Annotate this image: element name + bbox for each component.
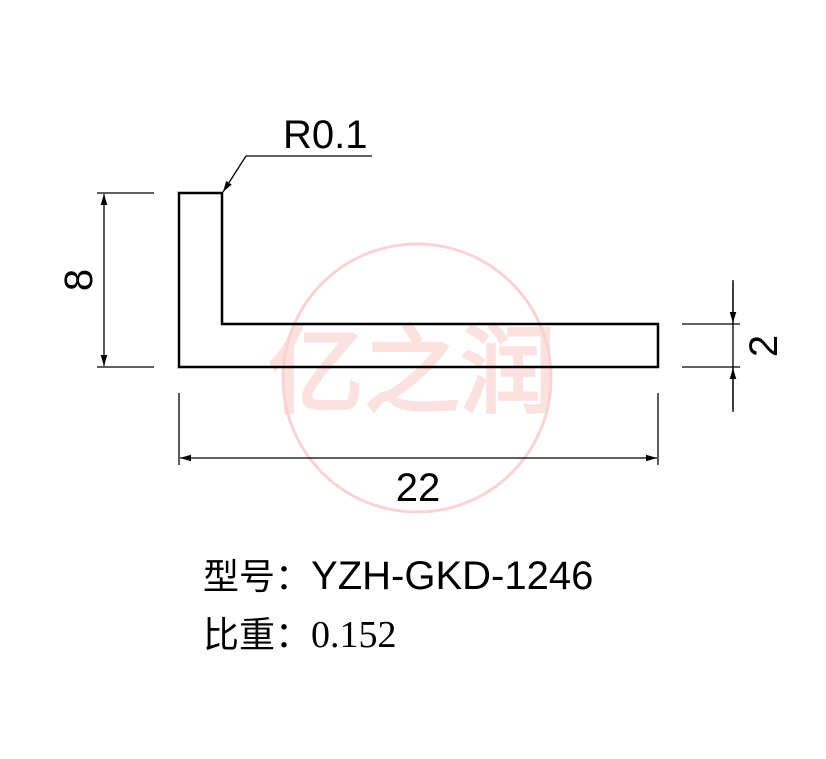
watermark-text: 亿之润 (268, 316, 556, 428)
model-value: YZH-GKD-1246 (311, 554, 594, 598)
weight-line: 比重：0.152 (203, 616, 397, 654)
radius-leader (222, 155, 372, 193)
radius-label: R0.1 (283, 113, 368, 157)
height-label: 8 (57, 269, 101, 291)
thickness-dimension (682, 280, 740, 412)
height-dimension (97, 192, 154, 368)
model-label: 型号： (203, 557, 312, 598)
profile-outline (177, 191, 660, 369)
width-label: 22 (396, 466, 441, 510)
weight-value: 0.152 (311, 614, 397, 656)
thickness-label: 2 (742, 335, 786, 357)
watermark-seal: 亿之润 (268, 242, 556, 514)
width-dimension (178, 393, 659, 465)
weight-label: 比重： (203, 615, 312, 656)
model-number-line: 型号：YZH-GKD-1246 (203, 556, 593, 596)
